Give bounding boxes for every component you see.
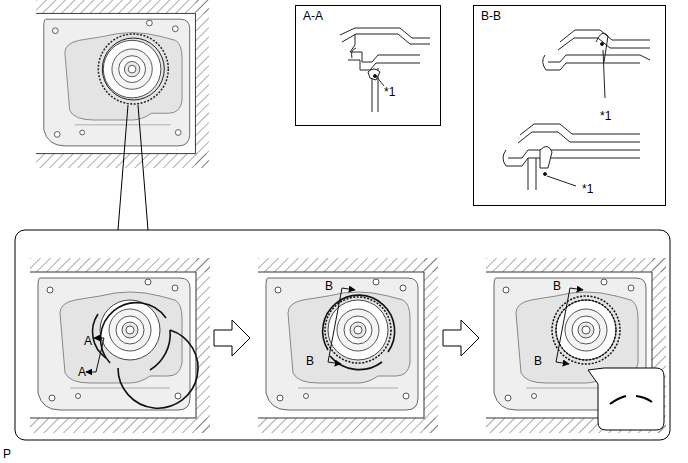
section-letter: A [84, 335, 92, 348]
section-a-a [340, 28, 430, 112]
section-letter: A [78, 366, 86, 379]
step-arrow [214, 320, 250, 356]
section-letter: B [534, 355, 542, 368]
step-panel [258, 258, 438, 433]
callout-number: *1 [600, 110, 611, 123]
section-title: B-B [481, 10, 501, 23]
section-letter: B [325, 280, 333, 293]
figure-code: P [3, 448, 11, 461]
section-box: A-A *1 [295, 5, 441, 126]
section-box: B-B *1 *1 [473, 5, 666, 206]
section-letter: B [306, 355, 314, 368]
installed-clip [98, 34, 168, 104]
zoom-callout [588, 368, 664, 430]
clip-spiral [86, 303, 198, 409]
step-frame [15, 230, 670, 440]
callout-number: *1 [384, 86, 395, 99]
clip-partial [323, 288, 395, 370]
section-title: A-A [303, 10, 323, 23]
step-panel [486, 258, 666, 433]
leader-lines [118, 105, 148, 230]
section-b-b [503, 30, 650, 190]
step-panel [30, 258, 210, 433]
callout-number: *1 [582, 183, 593, 196]
overview-panel [36, 0, 209, 168]
step-arrow [443, 320, 479, 356]
section-letter: B [553, 280, 561, 293]
clip-installed [552, 288, 620, 364]
